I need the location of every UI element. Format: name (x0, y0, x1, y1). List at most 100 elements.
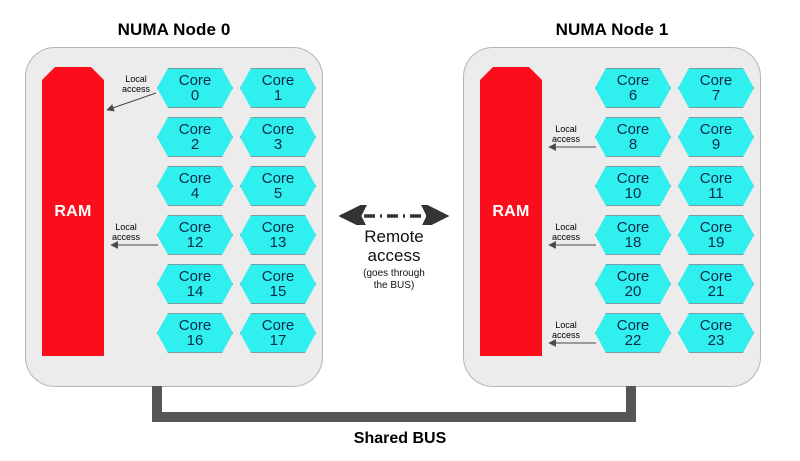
remote-access-group: Remote access (goes through the BUS) (325, 205, 463, 292)
core-18-word: Core (616, 218, 650, 236)
core-8-word: Core (616, 120, 650, 138)
core-8-number: 8 (628, 136, 638, 153)
node-0-local-access-label-1: Local access (122, 74, 150, 94)
core-9-number: 9 (711, 136, 721, 153)
core-13-number: 13 (269, 234, 287, 251)
core-9-word: Core (699, 120, 733, 138)
core-7-word: Core (699, 71, 733, 89)
core-1-number: 1 (273, 87, 283, 104)
core-6: Core 6 (595, 68, 671, 108)
core-23-word: Core (699, 316, 733, 334)
core-2-word: Core (178, 120, 212, 138)
node-1-ram-label: RAM (492, 202, 530, 220)
core-23: Core 23 (678, 313, 754, 353)
core-15-word: Core (261, 267, 295, 285)
core-6-number: 6 (628, 87, 638, 104)
core-6-word: Core (616, 71, 650, 89)
core-5-number: 5 (273, 185, 283, 202)
bus-left-stub (152, 386, 162, 422)
node-0-local-access-arrow-1 (106, 92, 157, 112)
core-11: Core 11 (678, 166, 754, 206)
node-0-local-access-1-line2: access (122, 84, 151, 95)
core-23-number: 23 (707, 332, 725, 349)
remote-access-line2: access (367, 246, 421, 266)
node-1-title: NUMA Node 1 (555, 20, 669, 39)
core-3-word: Core (261, 120, 295, 138)
core-7-number: 7 (711, 87, 721, 104)
core-10: Core 10 (595, 166, 671, 206)
core-19-number: 19 (707, 234, 725, 251)
bus-main-line (152, 412, 636, 422)
core-15-number: 15 (269, 283, 287, 300)
node-0-local-access-2-line1: Local (115, 222, 137, 232)
core-20-number: 20 (624, 283, 642, 300)
node-1-ram-block: RAM (480, 67, 542, 356)
core-14-number: 14 (186, 283, 204, 300)
bus-right-stub (626, 386, 636, 422)
core-17-word: Core (261, 316, 295, 334)
core-14-word: Core (178, 267, 212, 285)
core-21: Core 21 (678, 264, 754, 304)
node-1-local-access-1-line2: access (552, 134, 581, 145)
core-10-number: 10 (624, 185, 642, 202)
shared-bus-label: Shared BUS (353, 430, 447, 447)
node-1-local-access-arrow-1 (548, 143, 596, 151)
core-3-number: 3 (273, 136, 283, 153)
node-0-ram-block: RAM (42, 67, 104, 356)
remote-access-line1: Remote (364, 227, 424, 246)
core-9: Core 9 (678, 117, 754, 157)
core-16: Core 16 (157, 313, 233, 353)
node-0-title: NUMA Node 0 (117, 20, 231, 39)
core-19: Core 19 (678, 215, 754, 255)
core-7: Core 7 (678, 68, 754, 108)
core-19-word: Core (699, 218, 733, 236)
core-10-word: Core (616, 169, 650, 187)
core-3: Core 3 (240, 117, 316, 157)
remote-access-note: (goes through the BUS) (325, 268, 463, 292)
core-8: Core 8 (595, 117, 671, 157)
core-18-number: 18 (624, 234, 642, 251)
core-17: Core 17 (240, 313, 316, 353)
core-1-word: Core (261, 71, 295, 89)
node-0-local-access-arrow-2 (110, 241, 158, 249)
remote-access-note-line1: (goes through (363, 268, 425, 280)
core-11-number: 11 (708, 185, 724, 202)
core-17-number: 17 (269, 332, 287, 349)
core-21-number: 21 (707, 283, 725, 300)
core-1: Core 1 (240, 68, 316, 108)
core-12-word: Core (178, 218, 212, 236)
core-2: Core 2 (157, 117, 233, 157)
core-13: Core 13 (240, 215, 316, 255)
core-2-number: 2 (190, 136, 200, 153)
core-21-word: Core (699, 267, 733, 285)
core-11-word: Core (699, 169, 733, 187)
node-0-local-access-2-line2: access (112, 232, 141, 243)
remote-access-title: Remote access (325, 227, 463, 265)
core-22-number: 22 (624, 332, 642, 349)
core-13-word: Core (261, 218, 295, 236)
core-0-number: 0 (190, 87, 200, 104)
remote-access-arrow (338, 205, 450, 225)
core-4-word: Core (178, 169, 212, 187)
core-4: Core 4 (157, 166, 233, 206)
core-5-word: Core (261, 169, 295, 187)
node-1-local-access-arrow-3 (548, 339, 596, 347)
core-12-number: 12 (186, 234, 204, 251)
core-20-word: Core (616, 267, 650, 285)
node-1-local-access-2-line2: access (552, 232, 581, 243)
core-0-word: Core (178, 71, 212, 89)
node-1-local-access-label-1: Local access (552, 124, 580, 144)
node-1-local-access-label-3: Local access (552, 320, 580, 340)
core-12: Core 12 (157, 215, 233, 255)
node-0-local-access-1-line1: Local (125, 74, 147, 84)
node-1-local-access-1-line1: Local (555, 124, 577, 134)
core-4-number: 4 (190, 185, 200, 202)
core-16-word: Core (178, 316, 212, 334)
node-0-local-access-label-2: Local access (112, 222, 140, 242)
core-15: Core 15 (240, 264, 316, 304)
core-0: Core 0 (157, 68, 233, 108)
core-5: Core 5 (240, 166, 316, 206)
core-16-number: 16 (186, 332, 204, 349)
node-1-local-access-3-line2: access (552, 330, 581, 341)
